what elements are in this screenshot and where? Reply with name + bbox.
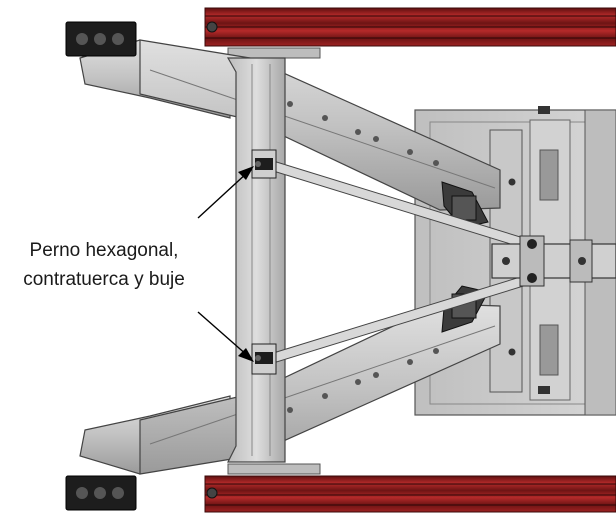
callout-label-line2: contratuerca y buje [23, 269, 185, 290]
vertical-post [226, 57, 286, 463]
callout-label-line1: Perno hexagonal, [29, 240, 179, 261]
top-rail [204, 7, 616, 47]
bottom-end-bracket [65, 475, 137, 511]
leader-arrow-lower [197, 311, 254, 362]
top-end-bracket [65, 21, 137, 57]
bottom-rail [204, 475, 616, 513]
leader-arrow-upper [197, 166, 254, 219]
upper-bolt-assembly [251, 149, 277, 179]
center-clevis [491, 235, 616, 287]
bottom-mount-plate [227, 463, 321, 475]
lower-bolt-assembly [251, 343, 277, 375]
